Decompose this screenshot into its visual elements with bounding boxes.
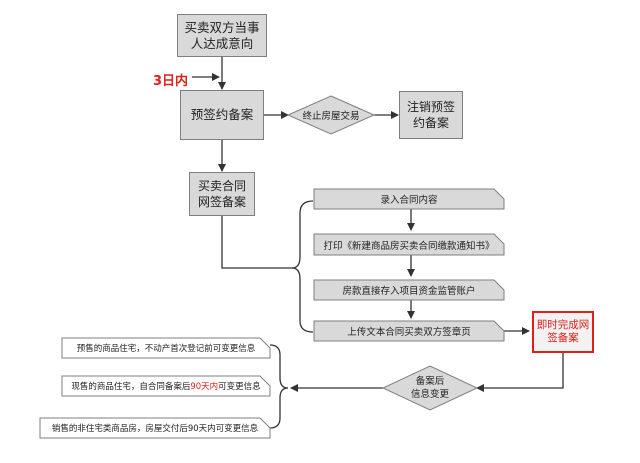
instant-line2: 签备案	[547, 332, 579, 344]
line-online-to-brace	[221, 216, 293, 269]
agreement-line1: 买卖双方当事	[184, 19, 260, 35]
step-shapes	[313, 188, 505, 342]
agreement-box: 买卖双方当事 人达成意向	[177, 14, 267, 57]
agreement-line2: 人达成意向	[190, 35, 254, 51]
info-presale: 预售的商品住宅，不动产首次登记前可变更信息	[62, 338, 270, 358]
step-3: 房款直接存入项目资金监管账户	[342, 286, 476, 297]
online-sign-line2: 网签备案	[197, 195, 246, 209]
step-4: 上传文本合同买卖双方签章页	[347, 327, 471, 338]
pre-sign-label: 预签约备案	[190, 107, 254, 122]
terminate-diamond	[286, 95, 376, 135]
arrow-instant-to-change	[476, 353, 564, 392]
right-brace	[291, 200, 314, 333]
pre-sign-box: 预签约备案	[180, 90, 264, 140]
cancel-line1: 注销预签	[406, 100, 455, 114]
after-change-label: 备案后 信息变更	[398, 373, 462, 403]
step-shape-2	[313, 233, 505, 256]
step-1: 录入合同内容	[380, 195, 438, 206]
step-shape-1	[313, 188, 505, 210]
info-current-sale-highlight: 90天内	[190, 382, 219, 392]
info-shape-2	[61, 375, 271, 397]
step-2: 打印《新建商品房买卖合同缴款通知书》	[323, 240, 495, 252]
instant-sign-box: 即时完成网 签备案	[532, 311, 594, 353]
cancel-line2: 约备案	[412, 116, 449, 130]
cancel-box: 注销预签 约备案	[399, 91, 463, 139]
info-current-sale-text: 现售的商品住宅，自合同备案后	[71, 382, 191, 392]
info-shapes	[39, 337, 271, 439]
instant-line1: 即时完成网	[536, 319, 590, 331]
connectors	[192, 57, 564, 429]
info-shape-1	[61, 337, 271, 359]
info-non-residential-text: 销售的非住宅类商品房，房屋交付后90天内可变更信息	[51, 424, 259, 434]
online-sign-line1: 买卖合同	[197, 179, 246, 193]
info-presale-text: 预售的商品住宅，不动产首次登记前可变更信息	[76, 344, 256, 354]
info-shape-3	[39, 417, 271, 439]
left-brace	[269, 344, 289, 429]
days-label: 3日内	[153, 74, 189, 89]
change-diamond	[381, 365, 479, 411]
step-shape-4	[313, 320, 505, 342]
step-shape-3	[313, 279, 505, 301]
after-change-line1: 备案后	[415, 376, 445, 387]
info-non-residential: 销售的非住宅类商品房，房屋交付后90天内可变更信息	[40, 418, 270, 438]
after-change-line2: 信息变更	[410, 389, 449, 400]
info-current-sale-tail: 可变更信息	[218, 382, 261, 392]
online-sign-box: 买卖合同 网签备案	[189, 172, 255, 216]
terminate-label: 终止房屋交易	[302, 111, 360, 122]
